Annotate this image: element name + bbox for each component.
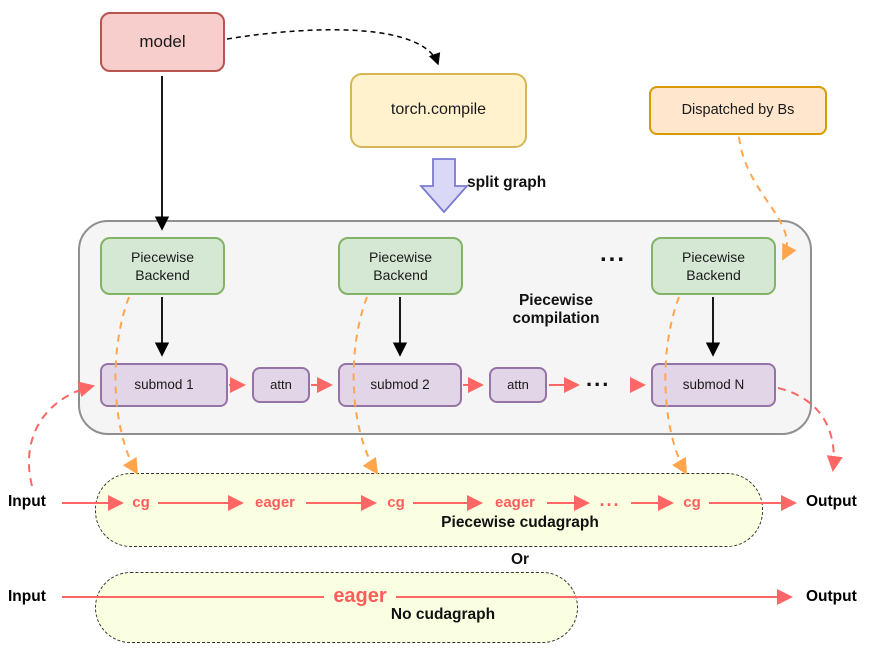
output-label-1: Output xyxy=(806,493,857,510)
piecewise-backend-2: Piecewise Backend xyxy=(338,237,463,295)
piecewise-backend-3: Piecewise Backend xyxy=(651,237,776,295)
eager-step-2: eager xyxy=(494,494,536,511)
dispatched-by-bs-node: Dispatched by Bs xyxy=(649,86,827,135)
attn-2-node: attn xyxy=(489,367,547,403)
piecewise-cudagraph-region xyxy=(95,473,763,547)
submod-n-label: submod N xyxy=(682,377,745,393)
attn-1-label: attn xyxy=(270,376,292,392)
eager-big-label: eager xyxy=(333,585,387,607)
cg-step-3: cg xyxy=(683,494,701,511)
piecewise-backend-2-label: Piecewise Backend xyxy=(368,248,433,283)
submod-1-label: submod 1 xyxy=(134,377,194,393)
input-label-1: Input xyxy=(8,493,46,510)
attn-2-label: attn xyxy=(507,376,529,392)
or-label: Or xyxy=(510,551,530,568)
torch-compile-node: torch.compile xyxy=(350,73,527,148)
piecewise-backend-1-label: Piecewise Backend xyxy=(130,248,195,283)
cg-step-1: cg xyxy=(132,494,150,511)
submod-2-node: submod 2 xyxy=(338,363,462,407)
submod-2-label: submod 2 xyxy=(370,377,430,393)
model-label: model xyxy=(139,31,186,51)
submod-ellipsis: ... xyxy=(586,366,611,391)
piecewise-backend-1: Piecewise Backend xyxy=(100,237,225,295)
split-graph-block-arrow xyxy=(419,158,469,214)
no-cudagraph-caption: No cudagraph xyxy=(390,606,496,623)
input-label-2: Input xyxy=(8,588,46,605)
flow-ellipsis: ... xyxy=(599,490,621,510)
cg-step-2: cg xyxy=(387,494,405,511)
piecewise-cudagraph-caption: Piecewise cudagraph xyxy=(441,514,599,531)
output-label-2: Output xyxy=(806,588,857,605)
submod-n-node: submod N xyxy=(651,363,776,407)
dispatched-by-bs-label: Dispatched by Bs xyxy=(681,102,795,119)
torch-compile-label: torch.compile xyxy=(390,101,487,119)
backend-ellipsis: ... xyxy=(600,240,627,267)
model-node: model xyxy=(100,12,225,72)
eager-step-1: eager xyxy=(254,494,296,511)
submod-1-node: submod 1 xyxy=(100,363,228,407)
split-graph-label: split graph xyxy=(467,174,547,191)
attn-1-node: attn xyxy=(252,367,310,403)
arrow-model-to-torch-compile xyxy=(226,29,441,66)
piecewise-backend-3-label: Piecewise Backend xyxy=(681,248,746,283)
piecewise-compilation-label: Piecewise compilation xyxy=(512,292,600,327)
no-cudagraph-region xyxy=(95,572,578,643)
